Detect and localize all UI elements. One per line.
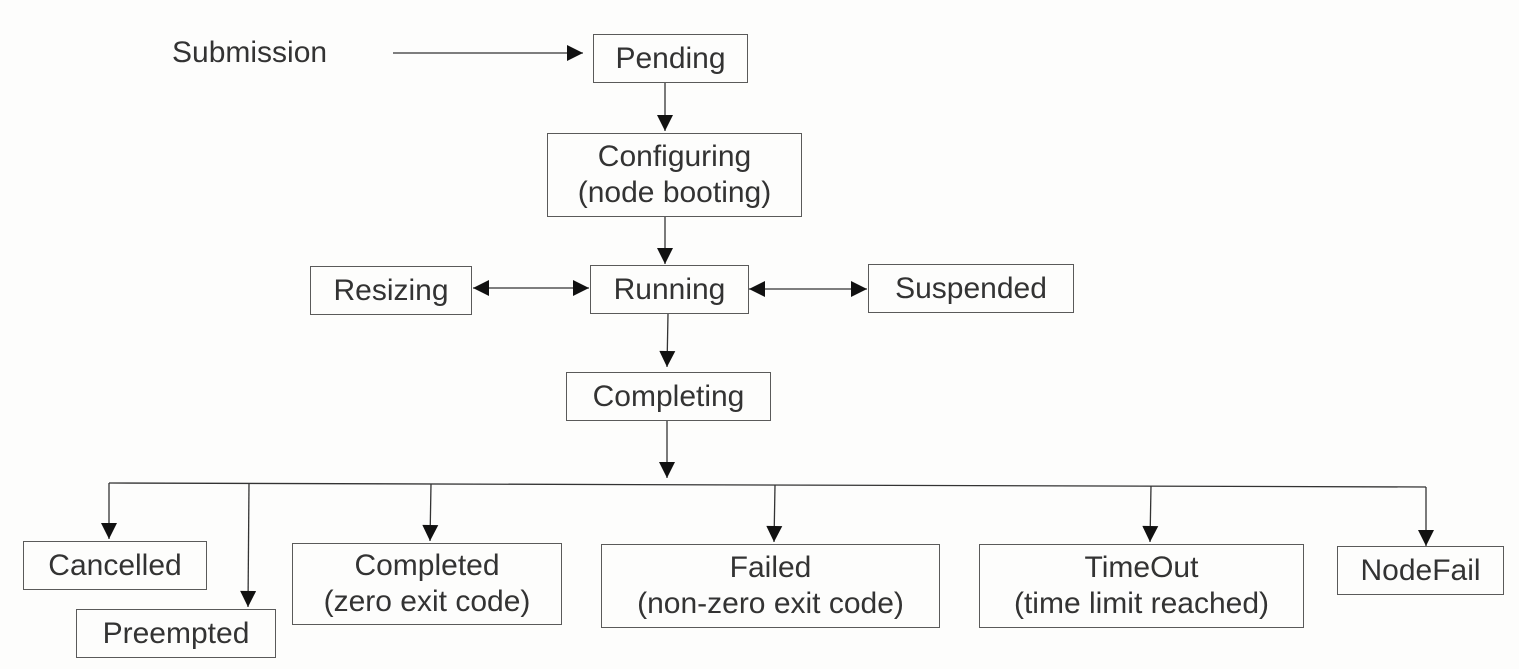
state-preempted: Preempted: [76, 609, 276, 658]
state-failed-sublabel: (non-zero exit code): [637, 587, 904, 620]
state-failed-label: Failed: [729, 551, 812, 584]
state-suspended-label: Suspended: [895, 271, 1047, 305]
state-completed-label: Completed: [354, 549, 500, 582]
edge-bus-failed: [766, 484, 783, 543]
state-completed: Completed (zero exit code): [292, 543, 562, 625]
state-timeout: TimeOut (time limit reached): [979, 544, 1304, 628]
edge-bus-timeout: [1142, 485, 1159, 543]
state-timeout-label: TimeOut: [1084, 551, 1199, 584]
state-cancelled-label: Cancelled: [48, 548, 182, 582]
state-completing: Completing: [566, 372, 771, 421]
state-running: Running: [590, 265, 749, 314]
submission-label: Submission: [172, 36, 328, 69]
state-resizing-label: Resizing: [333, 273, 449, 307]
state-cancelled: Cancelled: [23, 541, 207, 590]
state-configuring-sublabel: (node booting): [577, 176, 772, 209]
state-nodefail-label: NodeFail: [1360, 553, 1481, 587]
state-suspended: Suspended: [868, 264, 1074, 313]
state-preempted-label: Preempted: [102, 616, 250, 650]
state-resizing: Resizing: [310, 266, 472, 315]
state-configuring-label: Configuring: [597, 140, 752, 173]
edge-running-completing: [659, 313, 676, 368]
state-completing-label: Completing: [592, 379, 745, 413]
state-nodefail: NodeFail: [1337, 546, 1504, 595]
edge-bus-preempted: [240, 482, 257, 608]
bus-line: [108, 482, 1427, 488]
state-timeout-sublabel: (time limit reached): [1013, 587, 1270, 620]
state-running-label: Running: [613, 272, 726, 306]
state-completed-sublabel: (zero exit code): [323, 585, 531, 618]
state-failed: Failed (non-zero exit code): [601, 544, 940, 628]
edge-bus-completed: [422, 483, 439, 542]
state-pending-label: Pending: [615, 41, 726, 75]
state-pending: Pending: [593, 34, 748, 83]
state-configuring: Configuring (node booting): [547, 133, 802, 217]
